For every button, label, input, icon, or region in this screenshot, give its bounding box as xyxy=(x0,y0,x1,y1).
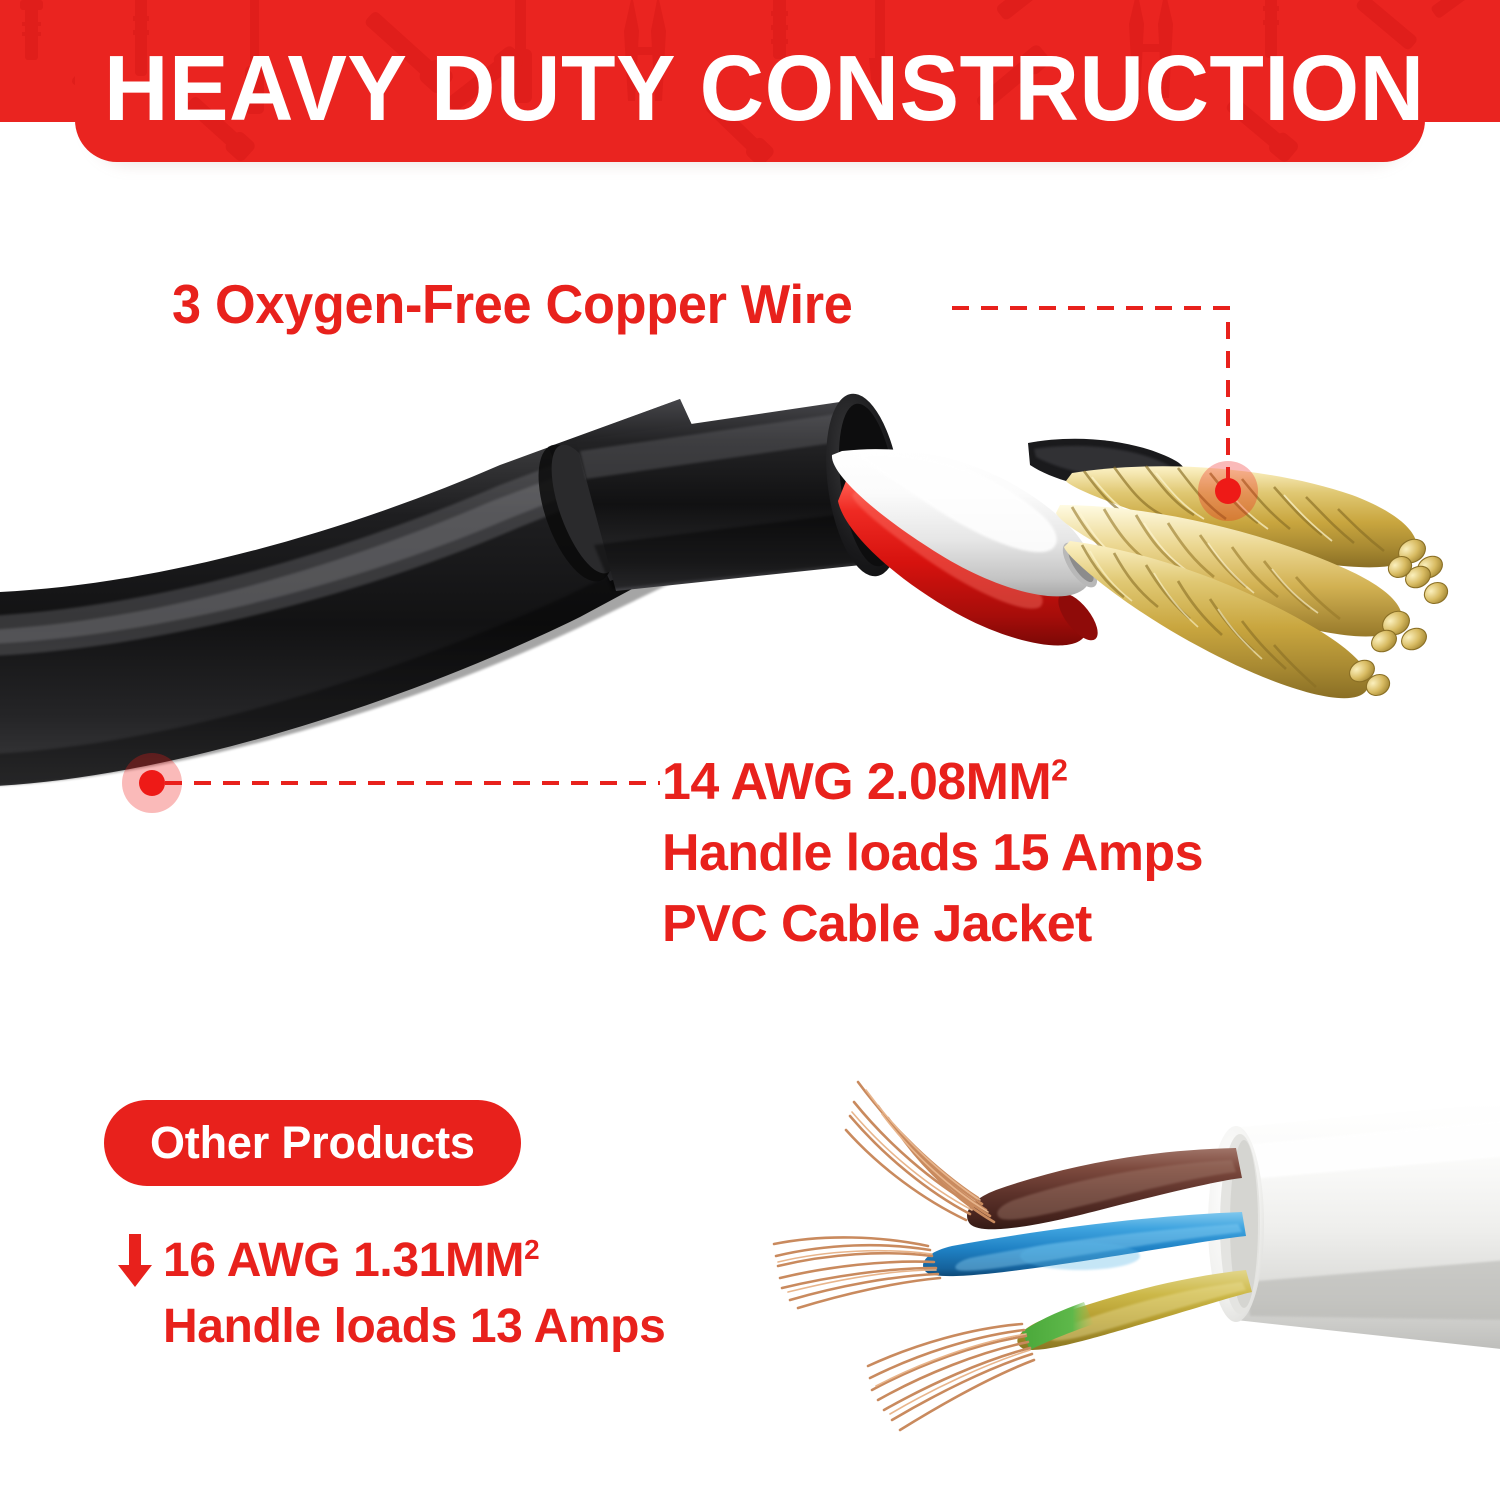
main-spec-load: Handle loads 15 Amps xyxy=(662,824,1204,882)
marker-dot-jacket xyxy=(122,753,182,813)
marker-dot-copper xyxy=(1198,461,1258,521)
page-title: HEAVY DUTY CONSTRUCTION xyxy=(104,36,1425,140)
other-spec-load: Handle loads 13 Amps xyxy=(163,1300,666,1353)
other-spec-gauge-superscript: 2 xyxy=(524,1234,540,1265)
main-spec-gauge-superscript: 2 xyxy=(1051,754,1068,788)
down-arrow-icon xyxy=(118,1234,152,1287)
other-spec-block: 16 AWG 1.31MM2 Handle loads 13 Amps xyxy=(163,1228,666,1360)
main-spec-block: 14 AWG 2.08MM2 Handle loads 15 Amps PVC … xyxy=(662,747,1204,960)
main-spec-gauge: 14 AWG 2.08MM2 xyxy=(662,753,1068,811)
other-cable-photo xyxy=(772,1080,1500,1432)
wire-count-label: 3 Oxygen-Free Copper Wire xyxy=(172,273,853,335)
main-spec-jacket: PVC Cable Jacket xyxy=(662,895,1092,953)
main-cable-right-edge xyxy=(1380,600,1500,720)
other-spec-gauge: 16 AWG 1.31MM2 xyxy=(163,1234,540,1287)
other-products-badge: Other Products xyxy=(104,1100,521,1186)
main-cable-photo xyxy=(0,393,1449,786)
